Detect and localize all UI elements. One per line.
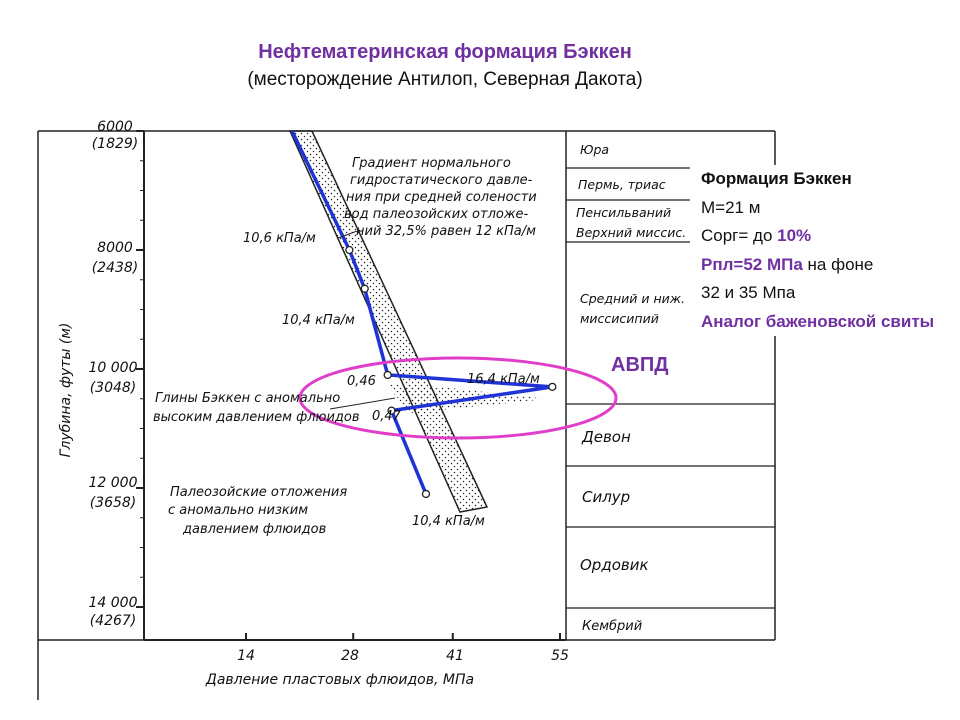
profile-points xyxy=(345,245,557,499)
svg-text:вод палеозойских отложе-: вод палеозойских отложе- xyxy=(344,207,529,222)
info-corg: Сорг= до 10% xyxy=(701,226,812,245)
strat-label-middle-lower: Средний и ниж. xyxy=(580,291,685,306)
svg-text:ний 32,5% равен 12 кПа/м: ний 32,5% равен 12 кПа/м xyxy=(356,224,536,239)
strat-labels: Юра Пермь, триас Пенсильваний Верхний ми… xyxy=(576,142,686,634)
ytick-label: 14 000 xyxy=(89,595,138,611)
svg-text:с аномально низким: с аномально низким xyxy=(168,503,308,518)
strat-label-silurian: Силур xyxy=(582,488,630,506)
ytick-label: (1829) xyxy=(92,136,139,152)
strat-label-ordovician: Ордовик xyxy=(580,556,649,574)
profile-point xyxy=(345,245,354,255)
strat-label-devonian: Девон xyxy=(581,428,631,446)
x-tick-labels: 14 28 41 55 xyxy=(237,648,569,664)
xtick-label: 41 xyxy=(446,648,464,664)
strat-boundaries xyxy=(566,167,775,609)
ratio-label-2: 0,47 xyxy=(372,409,402,424)
avpd-label: АВПД xyxy=(611,354,669,376)
info-analog: Аналог баженовской свиты xyxy=(701,311,935,331)
ytick-label: (2438) xyxy=(92,260,139,276)
profile-point xyxy=(421,489,431,499)
svg-text:Глины Бэккен с аномально: Глины Бэккен с аномально xyxy=(155,391,340,406)
profile-point xyxy=(387,406,396,415)
x-tick-marks xyxy=(245,633,561,641)
ytick-label: 6000 xyxy=(97,119,133,135)
gradient-note: Градиент нормального гидростатического д… xyxy=(344,156,537,239)
ytick-label: (3048) xyxy=(90,380,137,396)
x-axis-label: Давление пластовых флюидов, МПа xyxy=(205,672,474,688)
ytick-label: (3658) xyxy=(90,495,137,511)
svg-text:ния при средней солености: ния при средней солености xyxy=(346,190,537,205)
svg-text:гидростатического давле-: гидростатического давле- xyxy=(350,173,533,188)
svg-text:давлением флюидов: давлением флюидов xyxy=(182,522,326,537)
strat-label-permian-triassic: Пермь, триас xyxy=(578,177,666,192)
svg-text:Градиент нормального: Градиент нормального xyxy=(352,156,511,171)
title-block: Нефтематеринская формация Бэккен (местор… xyxy=(0,38,890,94)
strat-label-pennsylvanian: Пенсильваний xyxy=(576,205,671,220)
xtick-label: 28 xyxy=(341,648,359,664)
paleozoic-note: Палеозойские отложения с аномально низки… xyxy=(168,485,347,537)
profile-point xyxy=(383,370,392,380)
slide-subtitle: (месторождение Антилоп, Северная Дакота) xyxy=(247,69,643,90)
ytick-label: 10 000 xyxy=(89,360,138,376)
bakken-note: Глины Бэккен с аномально высоким давлени… xyxy=(153,391,360,425)
info-pressure: Рпл=52 МПа на фоне xyxy=(701,254,874,274)
gradient-label-4: 10,4 кПа/м xyxy=(412,514,485,529)
gradient-note-leader xyxy=(337,229,361,239)
ytick-label: 8000 xyxy=(97,240,133,256)
info-box: Формация Бэккен М=21 м Сорг= до 10% Рпл=… xyxy=(701,165,956,336)
info-formation-name: Формация Бэккен xyxy=(701,169,852,188)
y-tick-labels: 6000 (1829) 8000 (2438) 10 000 (3048) 12… xyxy=(89,119,139,629)
svg-text:высоким давлением флюидов: высоким давлением флюидов xyxy=(153,410,360,425)
xtick-label: 55 xyxy=(551,648,569,664)
y-tick-marks xyxy=(136,130,144,608)
gradient-label-2: 10,4 кПа/м xyxy=(282,313,355,328)
slide-title: Нефтематеринская формация Бэккен xyxy=(258,41,632,63)
strat-label-mississippian: миссисипий xyxy=(580,311,659,326)
info-thickness: М=21 м xyxy=(701,197,761,217)
bakken-note-leader xyxy=(329,397,396,410)
profile-point xyxy=(360,284,369,293)
avpd-highlight-ellipse xyxy=(298,356,618,440)
xtick-label: 14 xyxy=(237,648,255,664)
svg-text:Палеозойские отложения: Палеозойские отложения xyxy=(170,485,347,500)
strat-label-cambrian: Кембрий xyxy=(582,619,642,634)
info-background-pressure: 32 и 35 Мпа xyxy=(701,283,796,302)
ytick-label: 12 000 xyxy=(89,475,138,491)
y-axis-label: Глубина, футы (м) xyxy=(58,323,74,458)
strat-label-jurassic: Юра xyxy=(580,142,609,157)
strat-label-upper-mississippian: Верхний миссис. xyxy=(576,225,686,240)
gradient-label-3: 16,4 кПа/м xyxy=(467,372,540,387)
gradient-labels: 10,6 кПа/м 10,4 кПа/м 16,4 кПа/м 10,4 кП… xyxy=(243,231,540,529)
ratio-label-1: 0,46 xyxy=(347,374,376,389)
profile-point xyxy=(548,382,557,392)
gradient-label-1: 10,6 кПа/м xyxy=(243,231,316,246)
ytick-label: (4267) xyxy=(90,613,137,629)
